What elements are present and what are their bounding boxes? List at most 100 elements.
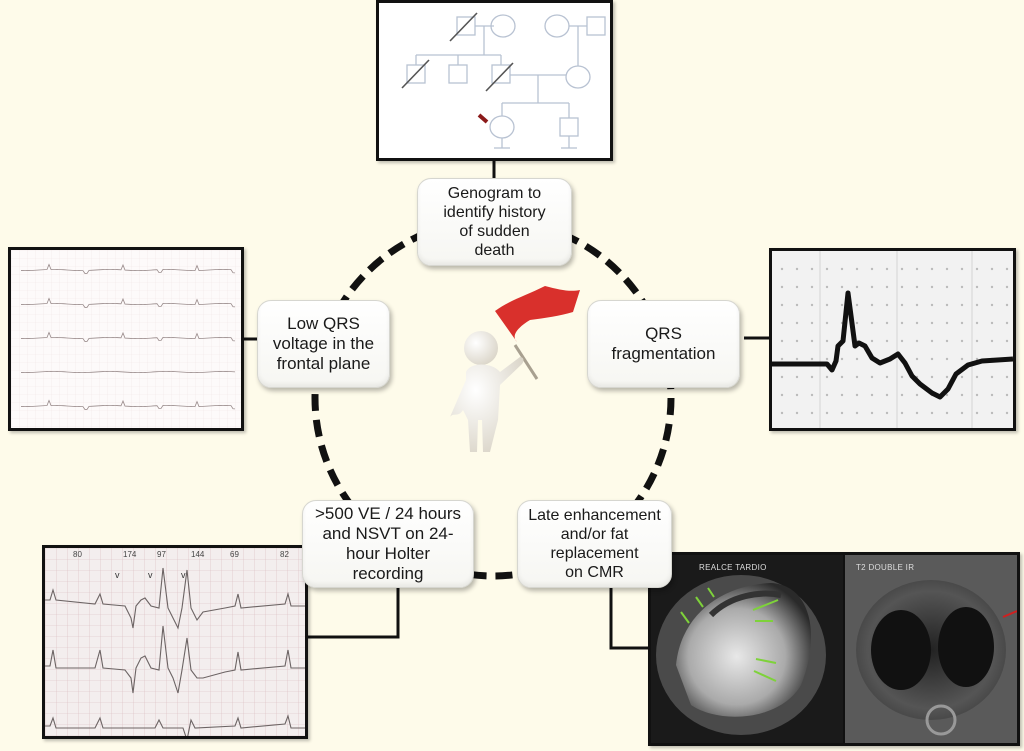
grid-dot (990, 411, 994, 415)
qrs-fragmentation-panel (769, 248, 1016, 431)
grid-dot (810, 393, 814, 397)
grid-dot (930, 285, 934, 289)
grid-dot (885, 411, 889, 415)
ecg-zoomed-strip (772, 251, 1013, 428)
grid-dot (960, 375, 964, 379)
grid-dot (870, 339, 874, 343)
grid-dot (960, 339, 964, 343)
grid-dot (960, 321, 964, 325)
grid-dot (975, 357, 979, 361)
node-holter-line: and NSVT on 24- (322, 524, 454, 543)
grid-dot (855, 375, 859, 379)
grid-dot (795, 303, 799, 307)
grid-dot (915, 411, 919, 415)
proband-arrow-icon (477, 113, 489, 124)
node-low-qrs-line: voltage in the (272, 334, 375, 353)
grid-dot (990, 267, 994, 271)
ecg-lead-trace (20, 331, 236, 342)
ecg-lead-trace (20, 297, 236, 308)
grid-dot (870, 285, 874, 289)
node-genogram-line: identify history (443, 204, 546, 221)
grid-dot (1005, 321, 1009, 325)
holter-beat-marker: v (148, 570, 153, 580)
grid-dot (870, 393, 874, 397)
grid-dot (840, 357, 844, 361)
holter-rate-label: 97 (157, 550, 166, 559)
grid-dot (975, 393, 979, 397)
green-arrow-icon (680, 611, 690, 624)
grid-dot (780, 339, 784, 343)
grid-dot (930, 375, 934, 379)
grid-dot (870, 375, 874, 379)
grid-dot (900, 411, 904, 415)
grid-dot (795, 267, 799, 271)
grid-dot (885, 285, 889, 289)
node-genogram-line: of sudden (459, 223, 530, 240)
grid-dot (855, 285, 859, 289)
grid-dot (990, 393, 994, 397)
ecg-lead-trace (20, 263, 236, 274)
grid-dot (825, 267, 829, 271)
cardiac-mri-images (651, 555, 1017, 743)
grid-dot (855, 321, 859, 325)
grid-dot (780, 321, 784, 325)
grid-dot (945, 411, 949, 415)
grid-dot (960, 393, 964, 397)
node-low-qrs-line: Low QRS (287, 314, 360, 333)
green-arrow-icon (695, 596, 704, 608)
grid-dot (855, 267, 859, 271)
grid-dot (855, 393, 859, 397)
grid-dot (945, 321, 949, 325)
genogram-panel (376, 0, 613, 161)
node-low-qrs-line: frontal plane (276, 354, 371, 373)
grid-dot (960, 267, 964, 271)
grid-dot (825, 321, 829, 325)
node-cmr-line: on CMR (565, 564, 624, 581)
grid-dot (810, 267, 814, 271)
grid-dot (975, 321, 979, 325)
node-qrs-frag-line: fragmentation (611, 344, 716, 363)
grid-dot (900, 285, 904, 289)
grid-dot (810, 285, 814, 289)
grid-dot (900, 375, 904, 379)
grid-dot (975, 303, 979, 307)
grid-dot (795, 411, 799, 415)
grid-dot (885, 393, 889, 397)
grid-dot (840, 411, 844, 415)
grid-dot (930, 303, 934, 307)
grid-dot (930, 321, 934, 325)
grid-dot (810, 411, 814, 415)
grid-dot (990, 339, 994, 343)
grid-dot (1005, 285, 1009, 289)
grid-dot (945, 285, 949, 289)
grid-dot (1005, 267, 1009, 271)
red-arrow-icon (1002, 610, 1017, 618)
grid-dot (900, 267, 904, 271)
grid-dot (855, 411, 859, 415)
holter-rate-label: 69 (230, 550, 239, 559)
grid-dot (1005, 375, 1009, 379)
holter-rate-label: 144 (191, 550, 205, 559)
green-arrow-icon (752, 599, 779, 611)
holter-rate-label: 80 (73, 550, 82, 559)
grid-dot (810, 339, 814, 343)
grid-dot (960, 411, 964, 415)
node-qrs-frag-line: QRS (645, 324, 682, 343)
green-arrow-icon (707, 587, 715, 598)
ecg-lead-trace (20, 399, 236, 410)
grid-dot (795, 285, 799, 289)
grid-dot (825, 411, 829, 415)
node-holter-line: hour Holter recording (345, 544, 431, 583)
grid-dot (930, 411, 934, 415)
holter-beat-marker: v (181, 570, 186, 580)
grid-dot (840, 375, 844, 379)
grid-dot (870, 303, 874, 307)
grid-dot (840, 303, 844, 307)
grid-dot (960, 285, 964, 289)
grid-dot (945, 393, 949, 397)
grid-dot (795, 357, 799, 361)
